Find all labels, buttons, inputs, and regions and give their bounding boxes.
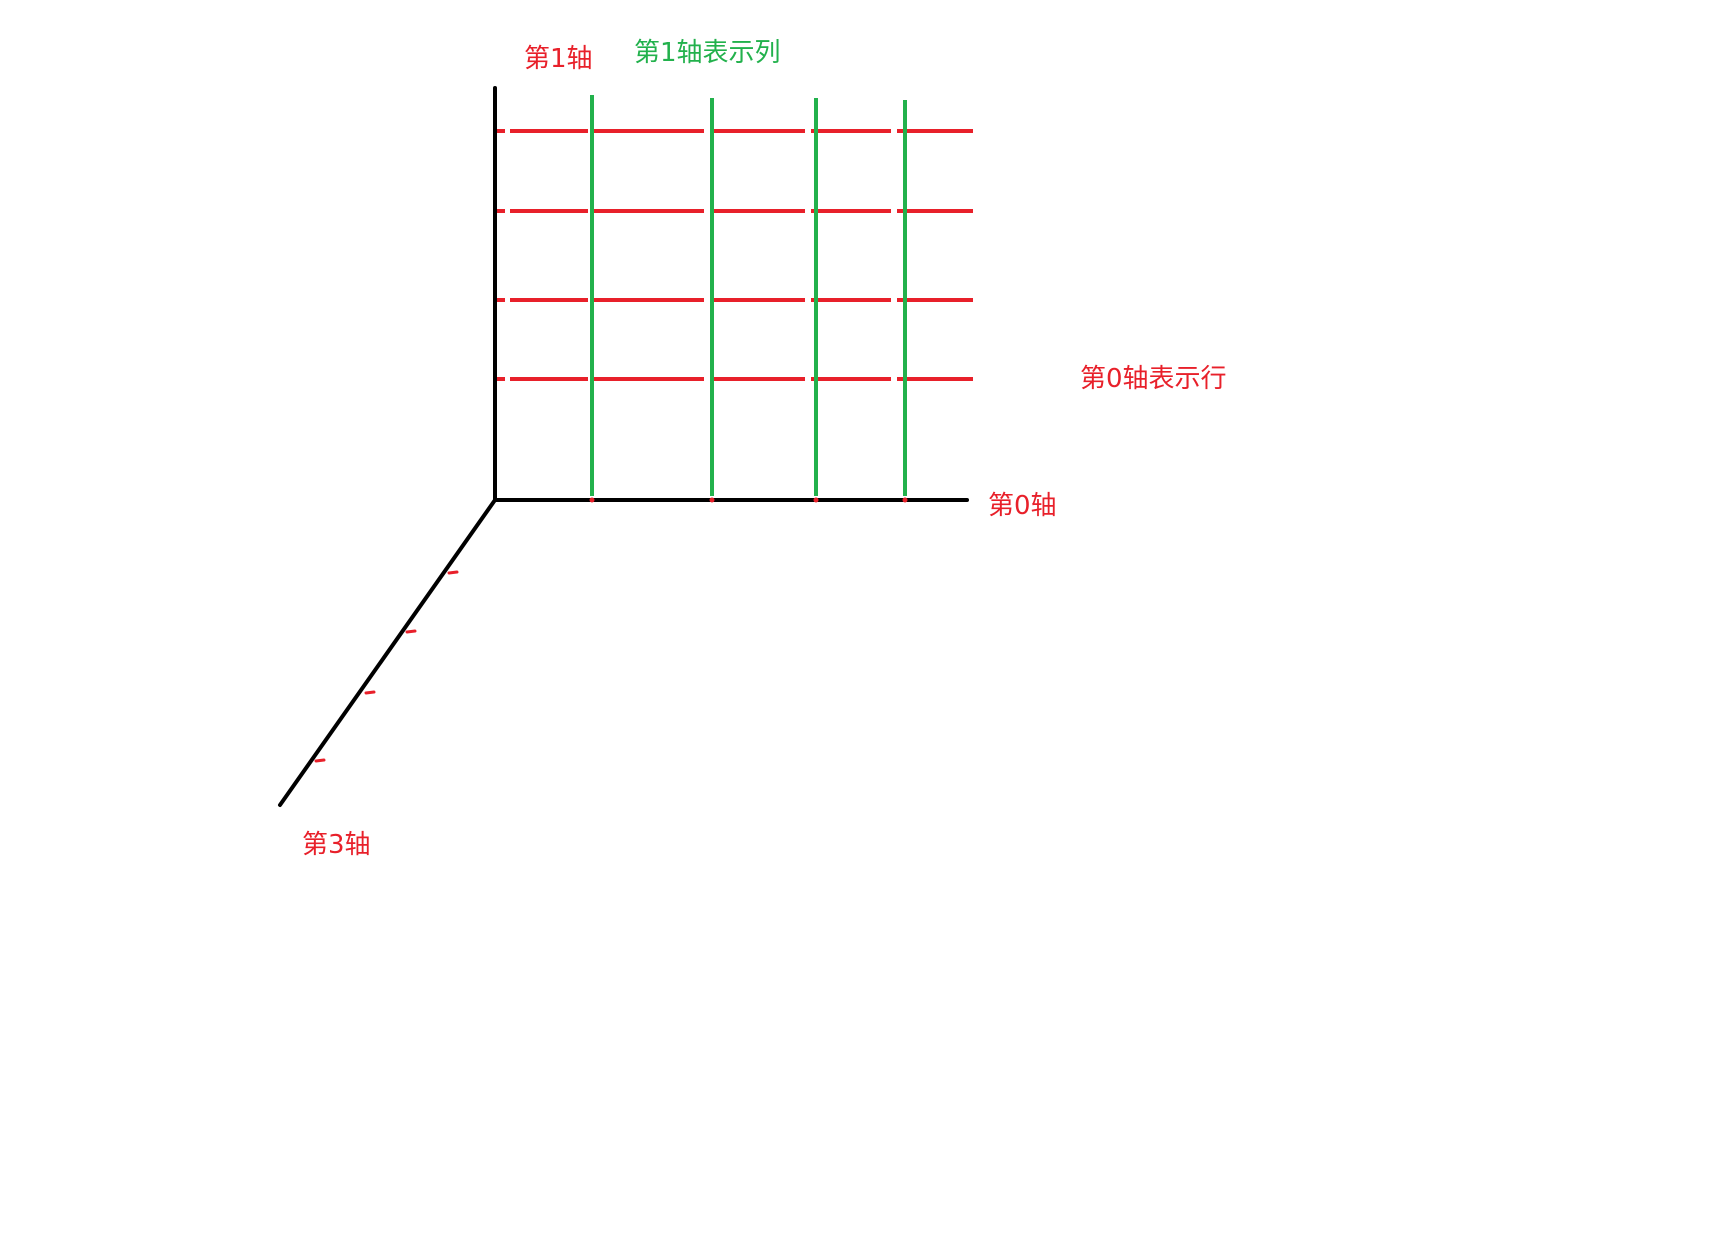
- axis3-tick-2: [405, 629, 417, 634]
- axis3-tick-3: [364, 690, 376, 695]
- axis3-tick-1: [447, 570, 459, 575]
- column-tick-4: [902, 497, 908, 503]
- column-tick-2: [709, 497, 715, 503]
- axis0-rows-label: 第0轴表示行: [1080, 364, 1227, 394]
- axes: [278, 86, 969, 807]
- axis1-columns-label: 第1轴表示列: [634, 38, 781, 68]
- column-tick-1: [589, 497, 595, 503]
- column-lines: [590, 95, 907, 496]
- axis3-label: 第3轴: [302, 830, 371, 860]
- column-tick-3: [813, 497, 819, 503]
- axis1-label: 第1轴: [524, 44, 593, 74]
- axis0-label: 第0轴: [988, 491, 1057, 521]
- axis3-tick-4: [314, 758, 326, 763]
- axis3-line: [278, 498, 497, 807]
- row-lines: [510, 129, 973, 381]
- tick-marks: [314, 129, 908, 763]
